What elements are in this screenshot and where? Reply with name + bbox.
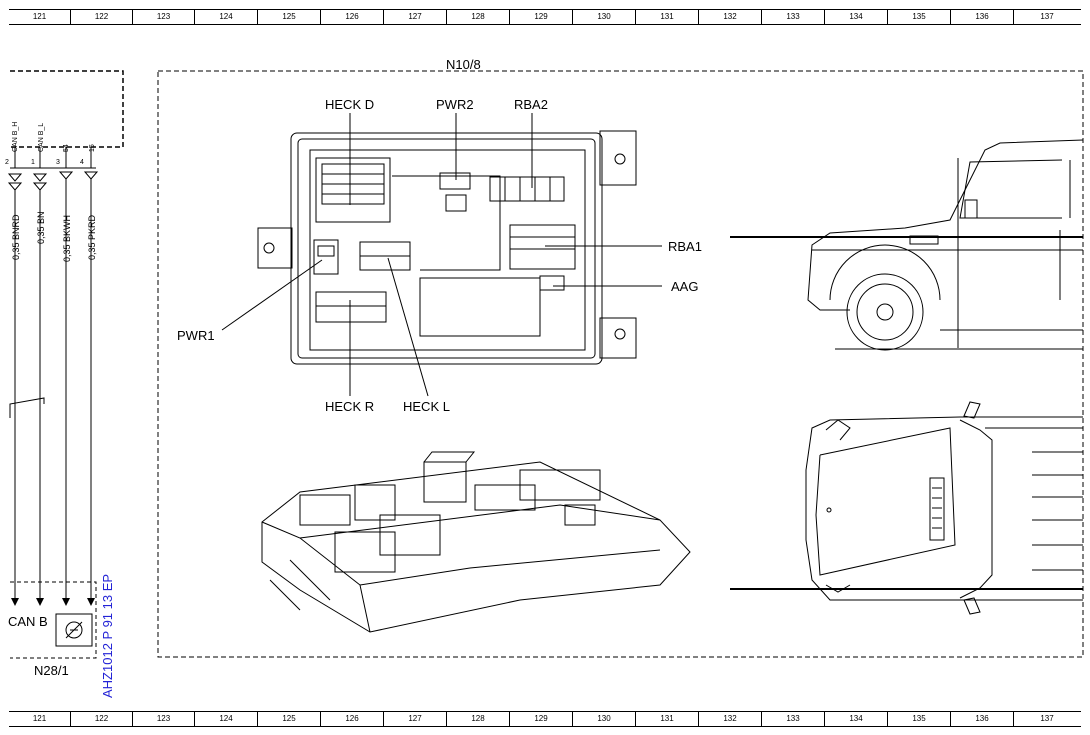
ruler-cell: 122 <box>71 712 133 726</box>
pin-stubs <box>10 147 96 169</box>
ruler-cell: 121 <box>9 10 71 24</box>
pin-name-label: CAN B_L <box>38 123 45 152</box>
ruler-cell: 136 <box>951 712 1014 726</box>
control-unit-isometric-view <box>261 451 691 633</box>
ruler-cell: 132 <box>699 712 762 726</box>
ruler-cell: 123 <box>133 10 195 24</box>
can-b-label: CAN B <box>8 614 48 629</box>
pin-number: 1 <box>31 159 35 166</box>
ruler-cell: 136 <box>951 10 1014 24</box>
ruler-cell: 126 <box>321 712 384 726</box>
ruler-cell: 133 <box>762 712 825 726</box>
callout-lines <box>221 113 662 397</box>
module-name: N10/8 <box>446 57 481 72</box>
label-pwr1: PWR1 <box>177 328 215 343</box>
ruler-cell: 125 <box>258 712 321 726</box>
label-rba1: RBA1 <box>668 239 702 254</box>
pin-number: 4 <box>80 159 84 166</box>
ruler-cell: 124 <box>195 10 258 24</box>
control-unit-top-view <box>257 130 637 365</box>
ruler-cell: 127 <box>384 712 447 726</box>
wire-label: 0,35 BN <box>36 211 46 244</box>
ruler-cell: 125 <box>258 10 321 24</box>
ruler-cell: 124 <box>195 712 258 726</box>
pin-labels: CAN B_H CAN B_L 54 15 2 1 3 4 <box>5 122 96 166</box>
label-aag: AAG <box>671 279 698 294</box>
ruler-cell: 135 <box>888 712 951 726</box>
pin-number: 2 <box>5 159 9 166</box>
ruler-cell: 134 <box>825 10 888 24</box>
wire-label: 0,35 BNRD <box>11 214 21 260</box>
ruler-cell: 130 <box>573 712 636 726</box>
label-heck-l: HECK L <box>403 399 450 414</box>
grid-ruler-bottom: 121 122 123 124 125 126 127 128 129 130 … <box>9 711 1081 727</box>
ruler-cell: 129 <box>510 10 573 24</box>
connector-symbols <box>7 171 99 191</box>
vehicle-top-view <box>805 401 1083 615</box>
sensor-box <box>55 613 93 647</box>
wires <box>9 179 92 605</box>
label-pwr2: PWR2 <box>436 97 474 112</box>
ruler-cell: 135 <box>888 10 951 24</box>
vehicle-side-view <box>807 139 1084 351</box>
label-heck-d: HECK D <box>325 97 374 112</box>
ruler-cell: 132 <box>699 10 762 24</box>
wire-arrows <box>11 598 95 606</box>
ruler-cell: 131 <box>636 10 699 24</box>
pin-number: 3 <box>56 159 60 166</box>
ruler-cell: 131 <box>636 712 699 726</box>
grid-ruler-top: 121 122 123 124 125 126 127 128 129 130 … <box>9 9 1081 25</box>
left-connector-box <box>10 70 124 148</box>
n28-module-box <box>10 581 97 659</box>
ruler-cell: 134 <box>825 712 888 726</box>
wire-label: 0,35 PKRD <box>87 214 97 260</box>
ruler-cell: 128 <box>447 712 510 726</box>
ruler-cell: 122 <box>71 10 133 24</box>
ruler-cell: 128 <box>447 10 510 24</box>
pin-name-label: CAN B_H <box>12 122 19 152</box>
ruler-cell: 126 <box>321 10 384 24</box>
wire-label: 0,35 BKWH <box>62 215 72 262</box>
label-heck-r: HECK R <box>325 399 374 414</box>
sensor-icon <box>65 621 83 639</box>
pin-name-label: 15 <box>89 144 96 152</box>
connector-labels: HECK D PWR2 RBA2 RBA1 AAG PWR1 HECK R HE… <box>177 97 702 414</box>
ruler-cell: 137 <box>1040 714 1054 723</box>
reference-code: AHZ1012 P 91 13 EP <box>100 574 115 698</box>
ruler-cell: 137 <box>1040 12 1054 21</box>
ruler-cell: 127 <box>384 10 447 24</box>
ruler-cell: 123 <box>133 712 195 726</box>
label-rba2: RBA2 <box>514 97 548 112</box>
left-module-name: N28/1 <box>34 663 69 678</box>
ruler-cell: 129 <box>510 712 573 726</box>
module-boundary <box>157 70 1084 658</box>
ruler-cell: 133 <box>762 10 825 24</box>
ruler-cell: 121 <box>9 712 71 726</box>
wire-labels: 0,35 BNRD 0,35 BN 0,35 BKWH 0,35 PKRD <box>11 211 97 262</box>
ruler-cell: 130 <box>573 10 636 24</box>
